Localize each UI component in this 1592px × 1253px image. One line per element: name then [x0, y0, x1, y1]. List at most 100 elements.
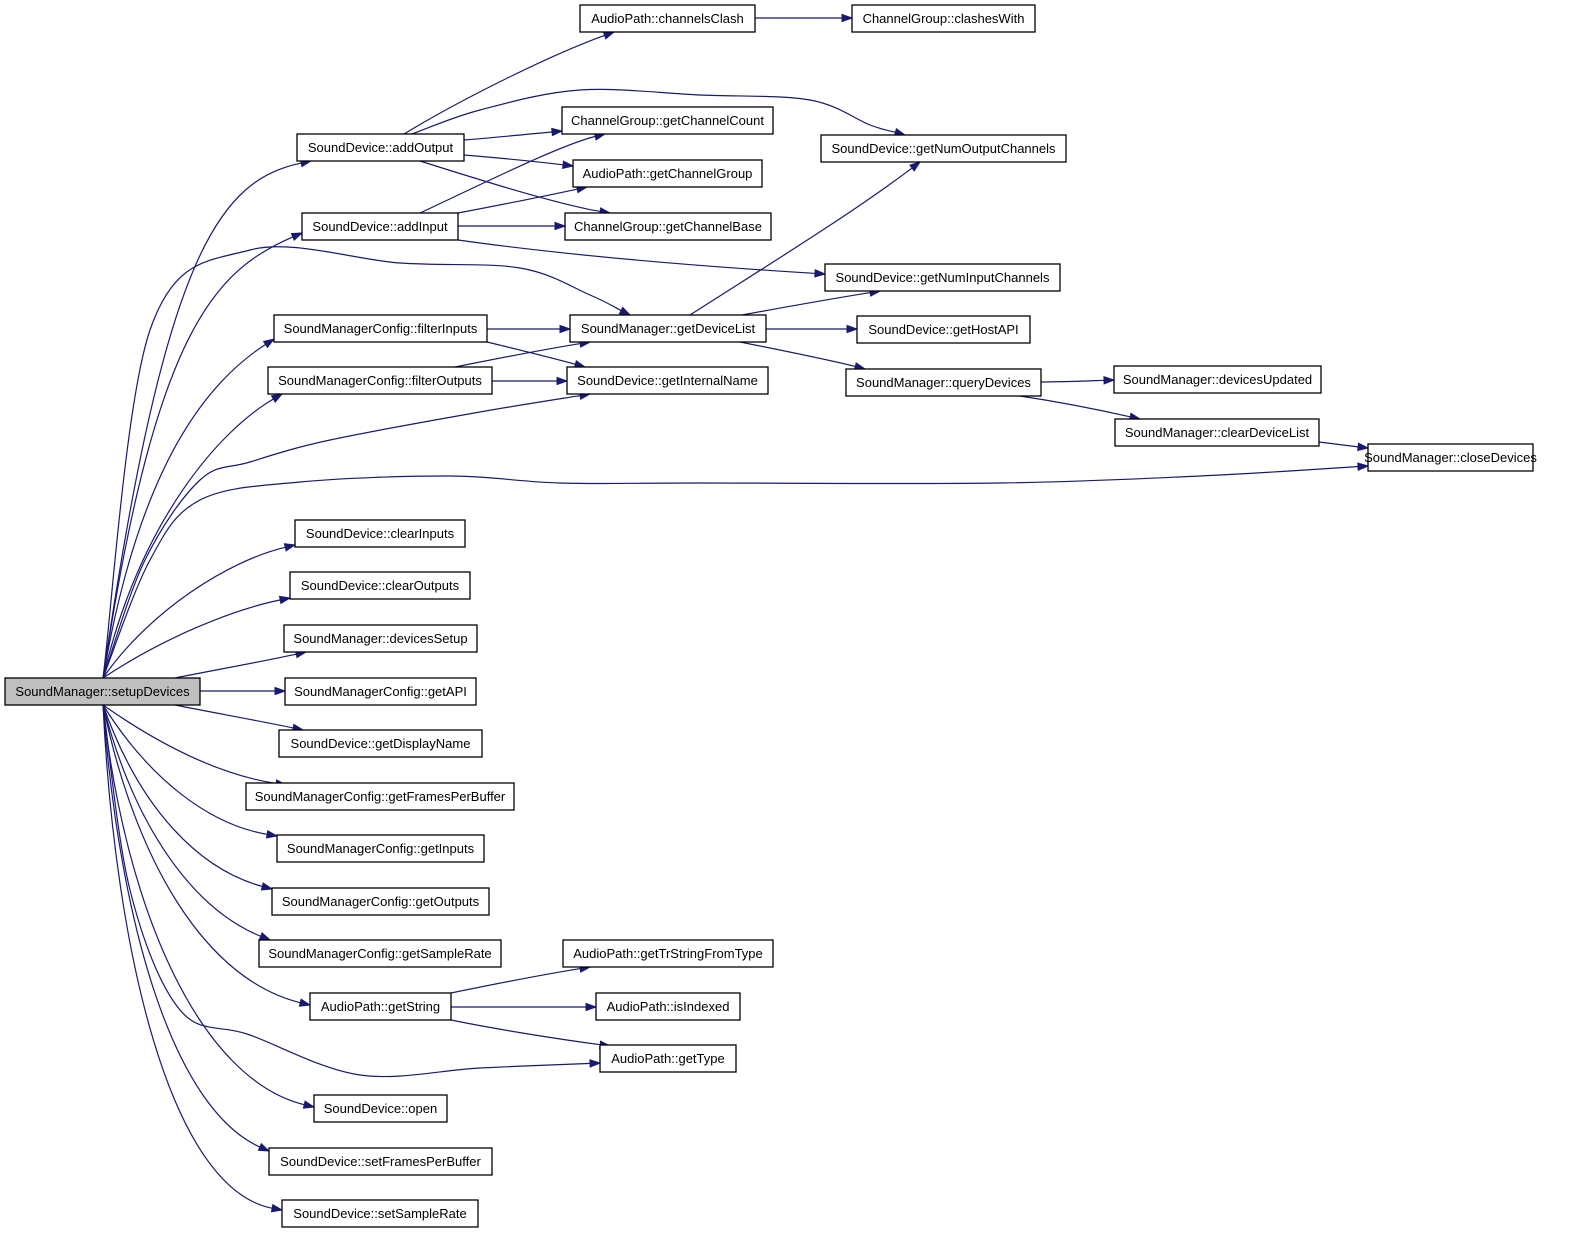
node-label: SoundDevice::clearInputs [306, 526, 455, 541]
node-box[interactable] [561, 106, 774, 135]
node-box[interactable] [301, 212, 459, 241]
node-getString[interactable]: AudioPath::getString [309, 992, 452, 1021]
node-filterOutputs[interactable]: SoundManagerConfig::filterOutputs [267, 366, 493, 395]
node-label: SoundDevice::setSampleRate [293, 1206, 466, 1221]
node-box[interactable] [284, 677, 477, 706]
node-label: SoundDevice::clearOutputs [301, 578, 460, 593]
node-box[interactable] [309, 992, 452, 1021]
edge-line [457, 188, 579, 214]
node-getType[interactable]: AudioPath::getType [599, 1044, 737, 1073]
node-box[interactable] [845, 368, 1042, 397]
node-box[interactable] [268, 1147, 493, 1176]
node-open[interactable]: SoundDevice::open [313, 1094, 448, 1123]
node-box[interactable] [296, 133, 465, 162]
node-getInternalName[interactable]: SoundDevice::getInternalName [566, 366, 769, 395]
edge-line [741, 291, 872, 316]
node-box[interactable] [294, 519, 466, 548]
node-box[interactable] [820, 134, 1067, 163]
node-queryDevices[interactable]: SoundManager::queryDevices [845, 368, 1042, 397]
node-getSampleRate[interactable]: SoundManagerConfig::getSampleRate [258, 939, 502, 968]
node-getInputs[interactable]: SoundManagerConfig::getInputs [276, 834, 485, 863]
node-channelsClash[interactable]: AudioPath::channelsClash [579, 4, 756, 33]
arrow-head-icon [1357, 442, 1370, 452]
edge-line [419, 135, 597, 214]
edge-setupDevices-to-devicesSetup [174, 650, 308, 679]
edge-setupDevices-to-getString [102, 704, 312, 1007]
node-setSampleRate[interactable]: SoundDevice::setSampleRate [281, 1199, 479, 1228]
node-getDisplayName[interactable]: SoundDevice::getDisplayName [278, 729, 483, 758]
node-setFramesPerBuffer[interactable]: SoundDevice::setFramesPerBuffer [268, 1147, 493, 1176]
node-box[interactable] [4, 677, 201, 706]
node-box[interactable] [595, 992, 741, 1021]
node-box[interactable] [856, 315, 1031, 344]
node-box[interactable] [245, 782, 515, 811]
edges-layer [102, 13, 1370, 1213]
node-getNumInputChannels[interactable]: SoundDevice::getNumInputChannels [824, 263, 1061, 292]
node-box[interactable] [579, 4, 756, 33]
node-clashesWith[interactable]: ChannelGroup::clashesWith [851, 4, 1036, 33]
node-label: ChannelGroup::getChannelCount [571, 113, 764, 128]
node-box[interactable] [258, 939, 502, 968]
node-box[interactable] [851, 4, 1036, 33]
node-label: SoundManagerConfig::getSampleRate [268, 946, 491, 961]
node-getHostAPI[interactable]: SoundDevice::getHostAPI [856, 315, 1031, 344]
node-box[interactable] [281, 1199, 479, 1228]
edge-line [450, 1019, 602, 1046]
node-box[interactable] [278, 729, 483, 758]
node-devicesSetup[interactable]: SoundManager::devicesSetup [283, 624, 478, 653]
node-box[interactable] [289, 571, 471, 600]
node-box[interactable] [564, 212, 772, 241]
node-filterInputs[interactable]: SoundManagerConfig::filterInputs [273, 314, 488, 343]
node-box[interactable] [313, 1094, 448, 1123]
node-box[interactable] [273, 314, 488, 343]
node-box[interactable] [267, 366, 493, 395]
arrow-head-icon [814, 269, 827, 278]
node-box[interactable] [283, 624, 478, 653]
node-setupDevices[interactable]: SoundManager::setupDevices [4, 677, 201, 706]
edge-line [689, 166, 914, 316]
node-getOutputs[interactable]: SoundManagerConfig::getOutputs [271, 887, 490, 916]
node-box[interactable] [1113, 365, 1322, 394]
edge-queryDevices-to-devicesUpdated [1040, 376, 1116, 385]
node-addInput[interactable]: SoundDevice::addInput [301, 212, 459, 241]
node-box[interactable] [271, 887, 490, 916]
node-isIndexed[interactable]: AudioPath::isIndexed [595, 992, 741, 1021]
node-box[interactable] [572, 159, 763, 188]
node-getChannelBase[interactable]: ChannelGroup::getChannelBase [564, 212, 772, 241]
node-getAPI[interactable]: SoundManagerConfig::getAPI [284, 677, 477, 706]
node-getChannelGroup[interactable]: AudioPath::getChannelGroup [572, 159, 763, 188]
node-getFramesPerBuffer[interactable]: SoundManagerConfig::getFramesPerBuffer [245, 782, 515, 811]
arrow-head-icon [841, 13, 854, 23]
node-getNumOutputChannels[interactable]: SoundDevice::getNumOutputChannels [820, 134, 1067, 163]
node-getChannelCount[interactable]: ChannelGroup::getChannelCount [561, 106, 774, 135]
node-addOutput[interactable]: SoundDevice::addOutput [296, 133, 465, 162]
node-box[interactable] [1367, 443, 1534, 472]
arrow-head-icon [846, 324, 859, 334]
node-getDeviceList[interactable]: SoundManager::getDeviceList [569, 314, 767, 343]
node-box[interactable] [562, 939, 774, 968]
edge-setupDevices-to-getOutputs [102, 704, 274, 891]
node-box[interactable] [599, 1044, 737, 1073]
arrow-head-icon [602, 31, 616, 40]
node-label: ChannelGroup::getChannelBase [574, 219, 762, 234]
nodes-layer: SoundManager::setupDevices SoundDevice::a… [4, 4, 1537, 1228]
node-box[interactable] [566, 366, 769, 395]
node-box[interactable] [1114, 418, 1320, 447]
node-box[interactable] [276, 834, 485, 863]
node-clearOutputs[interactable]: SoundDevice::clearOutputs [289, 571, 471, 600]
edge-line [102, 704, 302, 1004]
edge-addInput-to-getNumInputChannels [457, 239, 827, 278]
edge-setupDevices-to-getSampleRate [102, 704, 272, 941]
node-clearDeviceList[interactable]: SoundManager::clearDeviceList [1114, 418, 1320, 447]
edge-line [174, 653, 298, 679]
node-closeDevices[interactable]: SoundManager::closeDevices [1364, 443, 1537, 472]
node-box[interactable] [569, 314, 767, 343]
edge-setupDevices-to-getFramesPerBuffer [102, 704, 288, 788]
edge-line [1318, 441, 1360, 448]
node-label: SoundManagerConfig::getAPI [294, 684, 467, 699]
node-getTrStringFromType[interactable]: AudioPath::getTrStringFromType [562, 939, 774, 968]
node-devicesUpdated[interactable]: SoundManager::devicesUpdated [1113, 365, 1322, 394]
node-box[interactable] [824, 263, 1061, 292]
node-clearInputs[interactable]: SoundDevice::clearInputs [294, 519, 466, 548]
edge-line [1019, 395, 1132, 418]
